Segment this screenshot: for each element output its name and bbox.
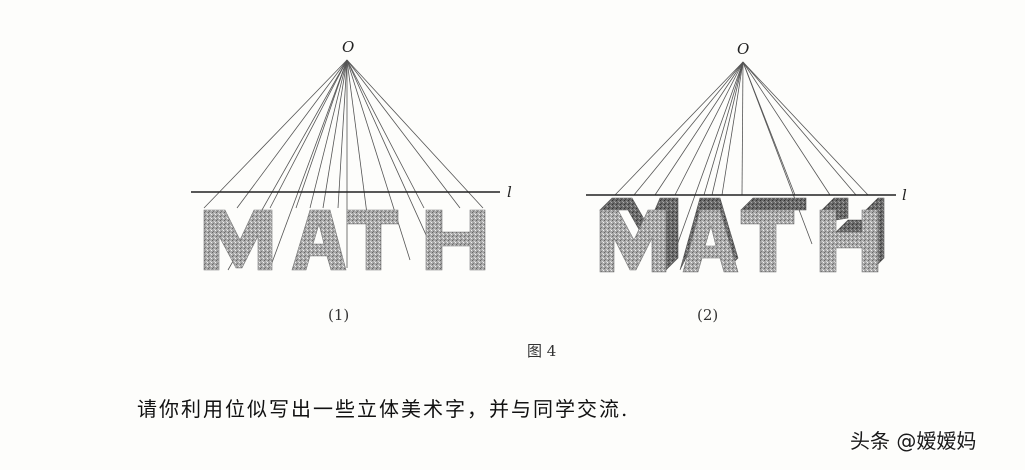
line-l-label: l <box>902 186 907 204</box>
panel-2-sublabel: (2) <box>697 306 719 324</box>
panel-1-sublabel: (1) <box>328 306 350 324</box>
projection-rays <box>203 59 484 271</box>
math-letters <box>599 209 879 273</box>
projection-rays <box>614 61 869 249</box>
watermark: 头条 @嫒嫒妈 <box>850 429 977 453</box>
line-l-label: l <box>507 183 512 201</box>
figure-caption: 图 4 <box>527 342 557 360</box>
panel-2: O l <box>586 40 907 273</box>
math-letters <box>203 209 486 271</box>
panel-1: O l <box>191 38 512 271</box>
point-o-label: O <box>342 38 354 56</box>
point-o-label: O <box>737 40 749 58</box>
figure-4-diagram: O l <box>191 38 907 273</box>
task-instruction: 请你利用位似写出一些立体美术字，并与同学交流. <box>137 397 630 421</box>
